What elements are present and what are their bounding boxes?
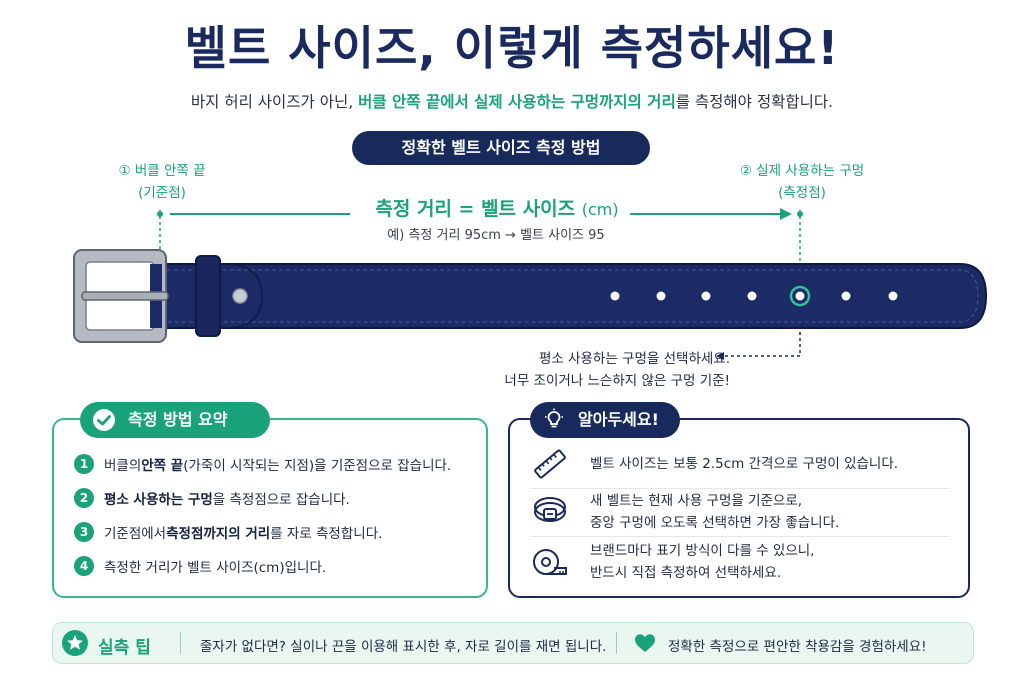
tip-item: 새 벨트는 현재 사용 구멍을 기준으로, 중앙 구멍에 오도록 선택하면 가장… [530,490,950,534]
start-point-label-line2: (기준점) [138,185,186,201]
tip-text-line1: 새 벨트는 현재 사용 구멍을 기준으로, [590,493,803,509]
bottom-tip-bar [52,622,974,664]
end-point-label: ② 실제 사용하는 구멍 (측정점) [712,160,892,204]
belt-hole [610,291,620,301]
formula-text: 측정 거리 = 벨트 사이즈 (cm) [352,194,642,221]
step-number: 4 [74,556,94,576]
summary-badge: 측정 방법 요약 [80,402,270,438]
tip-text-line1: 벨트 사이즈는 보통 2.5cm 간격으로 구멍이 있습니다. [590,456,899,472]
tip-text: 벨트 사이즈는 보통 2.5cm 간격으로 구멍이 있습니다. [590,453,898,475]
belt-keeper [195,255,221,337]
tip-text-line2: 중앙 구멍에 오도록 선택하면 가장 좋습니다. [590,515,840,531]
step-text-post: (가죽이 시작되는 지점)을 기준점으로 잡습니다. [183,458,452,474]
selected-hole [795,291,805,301]
belt-stitching [160,269,979,323]
tips-card [508,418,970,598]
subtitle-highlight: 버클 안쪽 끝에서 실제 사용하는 구멍까지의 거리 [358,93,676,111]
belt-strap-end [224,263,263,329]
hint-pointer-line [722,332,801,357]
tip-text-line1: 브랜드마다 표기 방식이 다를 수 있으니, [590,543,815,559]
belt-rivet [232,288,248,304]
step-text-bold: 평소 사용하는 구멍 [104,492,213,508]
start-point-label: ① 버클 안쪽 끝 (기준점) [92,160,232,204]
subtitle-text-pre: 바지 허리 사이즈가 아닌, [190,93,359,111]
step-text-bold: 측정점까지의 거리 [166,526,271,542]
bottom-tip-text-secondary: 정확한 측정으로 편안한 착용감을 경험하세요! [668,639,927,655]
page-title: 벨트 사이즈, 이렇게 측정하세요! [184,21,840,75]
end-point-label-line1: ② 실제 사용하는 구멍 [739,163,865,179]
step-text-pre: 버클의 [104,458,142,474]
buckle-prong [81,291,169,301]
step-text-bold: 안쪽 끝 [141,458,184,474]
hole-hint: 평소 사용하는 구멍을 선택하세요. 너무 조이거나 느슨하지 않은 구멍 기준… [440,348,730,392]
formula-main: 측정 거리 = 벨트 사이즈 [375,198,576,220]
belt-hole [841,291,851,301]
start-guide-dot [157,211,163,217]
step-text-post: 를 자로 측정합니다. [270,526,383,542]
measure-arrow-head [780,208,792,220]
lightbulb-icon [545,408,563,428]
tip-divider [530,536,950,537]
method-pill: 정확한 벨트 사이즈 측정 방법 [352,131,650,165]
bottom-bar-separator [616,632,617,654]
page-subtitle: 바지 허리 사이즈가 아닌, 버클 안쪽 끝에서 실제 사용하는 구멍까지의 거… [0,90,1024,112]
example-text: 예) 측정 거리 95cm → 벨트 사이즈 95 [387,228,605,243]
belt-icon [534,497,566,522]
ruler-icon [534,449,566,479]
step-text-pre: 기준점에서 [104,526,167,542]
belt-hole [888,291,898,301]
end-point-label-line2: (측정점) [778,185,826,201]
tip-text: 브랜드마다 표기 방식이 다를 수 있으니, 반드시 직접 측정하여 선택하세요… [590,540,814,584]
star-icon [62,630,88,656]
tip-item: 벨트 사이즈는 보통 2.5cm 간격으로 구멍이 있습니다. [530,444,950,484]
belt-strap [149,263,988,329]
start-point-label-line1: ① 버클 안쪽 끝 [118,163,206,179]
belt-diagram [73,208,988,360]
tip-item: 브랜드마다 표기 방식이 다를 수 있으니, 반드시 직접 측정하여 선택하세요… [530,540,950,584]
bottom-tip-title: 실측 팁 [98,638,151,658]
step-number: 3 [74,522,94,542]
hole-hint-line1: 평소 사용하는 구멍을 선택하세요. [538,351,730,367]
tip-text-line2: 반드시 직접 측정하여 선택하세요. [590,565,782,581]
tips-badge-label: 알아두세요! [578,410,659,429]
step-number: 2 [74,488,94,508]
step-number: 1 [74,454,94,474]
step-text-pre: 측정한 거리가 벨트 사이즈(cm)입니다. [104,560,327,576]
tips-badge: 알아두세요! [530,402,680,438]
step-text-post: 을 측정점으로 잡습니다. [212,492,350,508]
belt-hole [656,291,666,301]
hint-pointer-arrow [716,352,724,360]
bottom-tip-text: 줄자가 없다면? 실이나 끈을 이용해 표시한 후, 자로 길이를 재면 됩니다… [200,639,607,655]
bottom-bar-separator [180,632,181,654]
formula-unit: (cm) [581,200,619,219]
tip-text: 새 벨트는 현재 사용 구멍을 기준으로, 중앙 구멍에 오도록 선택하면 가장… [590,490,839,534]
end-guide-dot [797,211,803,217]
tape-measure-icon [533,549,567,575]
tip-divider [530,488,950,489]
belt-hole [747,291,757,301]
hole-hint-line2: 너무 조이거나 느슨하지 않은 구멍 기준! [504,373,730,389]
summary-card [52,418,488,598]
heart-icon [635,634,655,652]
summary-step: 1 버클의 안쪽 끝(가죽이 시작되는 지점)을 기준점으로 잡습니다. [74,452,474,476]
summary-badge-label: 측정 방법 요약 [128,410,228,429]
belt-hole [701,291,711,301]
summary-step: 4 측정한 거리가 벨트 사이즈(cm)입니다. [74,554,474,578]
check-circle-icon [93,409,115,431]
selected-hole-ring [789,285,811,307]
subtitle-text-post: 를 측정해야 정확합니다. [675,93,834,111]
